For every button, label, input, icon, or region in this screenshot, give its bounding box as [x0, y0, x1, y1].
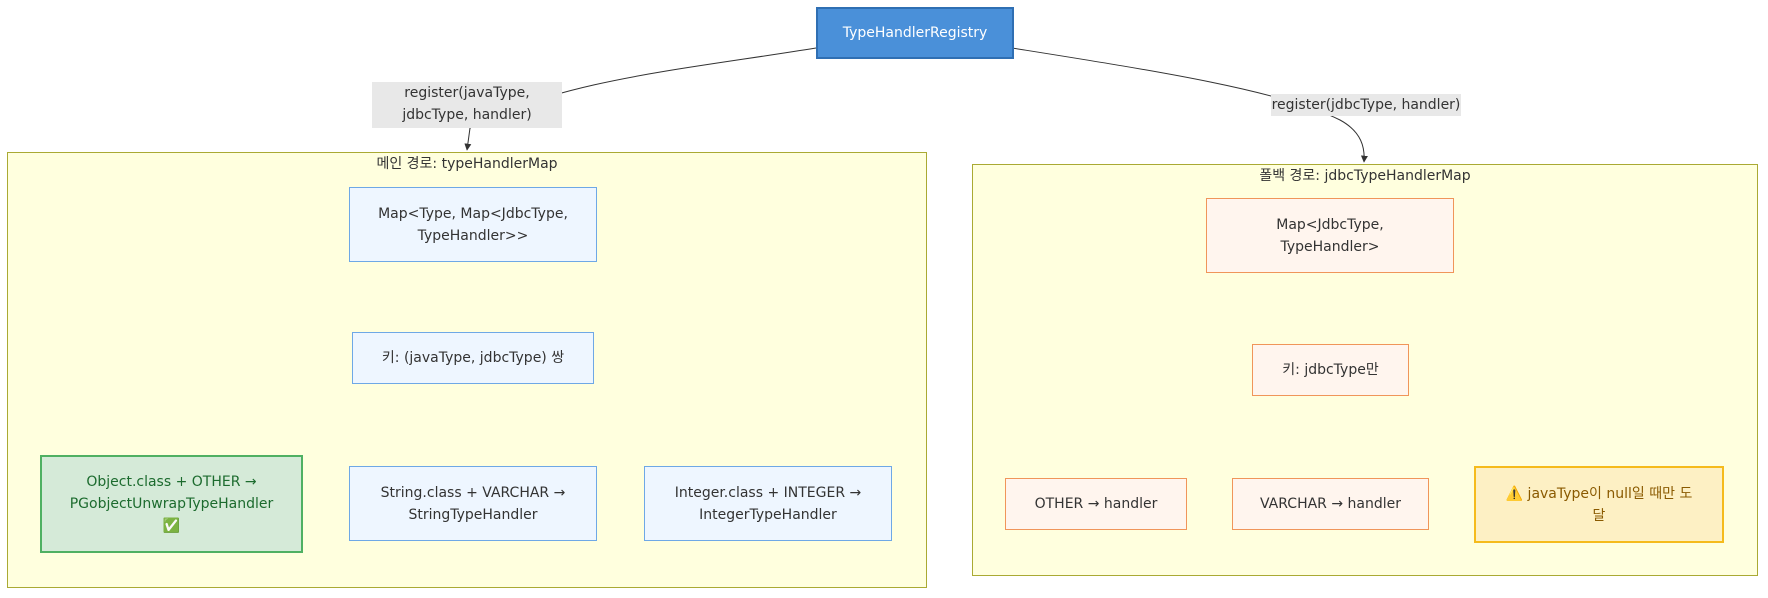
type-handler-registry-node: TypeHandlerRegistry: [816, 7, 1014, 59]
main-leaf-string: String.class + VARCHAR → StringTypeHandl…: [349, 466, 597, 541]
fallback-map-node: Map<JdbcType, TypeHandler>: [1206, 198, 1454, 273]
fallback-leaf-varchar: VARCHAR → handler: [1232, 478, 1429, 530]
fallback-leaf-other-label: OTHER → handler: [1034, 496, 1158, 512]
main-map-node: Map<Type, Map<JdbcType, TypeHandler>>: [349, 187, 597, 262]
fallback-leaf-varchar-label: VARCHAR → handler: [1260, 496, 1401, 512]
main-leaf-integer-label: Integer.class + INTEGER → IntegerTypeHan…: [674, 484, 862, 523]
main-leaf-integer: Integer.class + INTEGER → IntegerTypeHan…: [644, 466, 892, 541]
main-cluster-title: 메인 경로: typeHandlerMap: [376, 156, 558, 172]
fallback-leaf-other: OTHER → handler: [1005, 478, 1187, 530]
main-key-label: 키: (javaType, jdbcType) 쌍: [381, 350, 565, 366]
fallback-map-label: Map<JdbcType, TypeHandler>: [1276, 216, 1384, 255]
edge-label-main: register(javaType, jdbcType, handler): [372, 82, 562, 128]
fallback-leaf-warning: ⚠️ javaType이 null일 때만 도 달: [1474, 466, 1724, 543]
edge-label-fallback: register(jdbcType, handler): [1271, 94, 1461, 116]
main-leaf-pgobject: Object.class + OTHER → PGobjectUnwrapTyp…: [40, 455, 303, 553]
fallback-cluster-title: 폴백 경로: jdbcTypeHandlerMap: [1259, 168, 1471, 184]
fallback-key-label: 키: jdbcType만: [1282, 362, 1379, 378]
type-handler-registry-label: TypeHandlerRegistry: [842, 25, 988, 41]
fallback-leaf-warning-label: ⚠️ javaType이 null일 때만 도 달: [1505, 485, 1693, 524]
main-leaf-string-label: String.class + VARCHAR → StringTypeHandl…: [380, 484, 566, 523]
main-key-node: 키: (javaType, jdbcType) 쌍: [352, 332, 594, 384]
fallback-key-node: 키: jdbcType만: [1252, 344, 1409, 396]
main-leaf-pgobject-label: Object.class + OTHER → PGobjectUnwrapTyp…: [69, 474, 274, 534]
main-map-label: Map<Type, Map<JdbcType, TypeHandler>>: [378, 205, 568, 244]
